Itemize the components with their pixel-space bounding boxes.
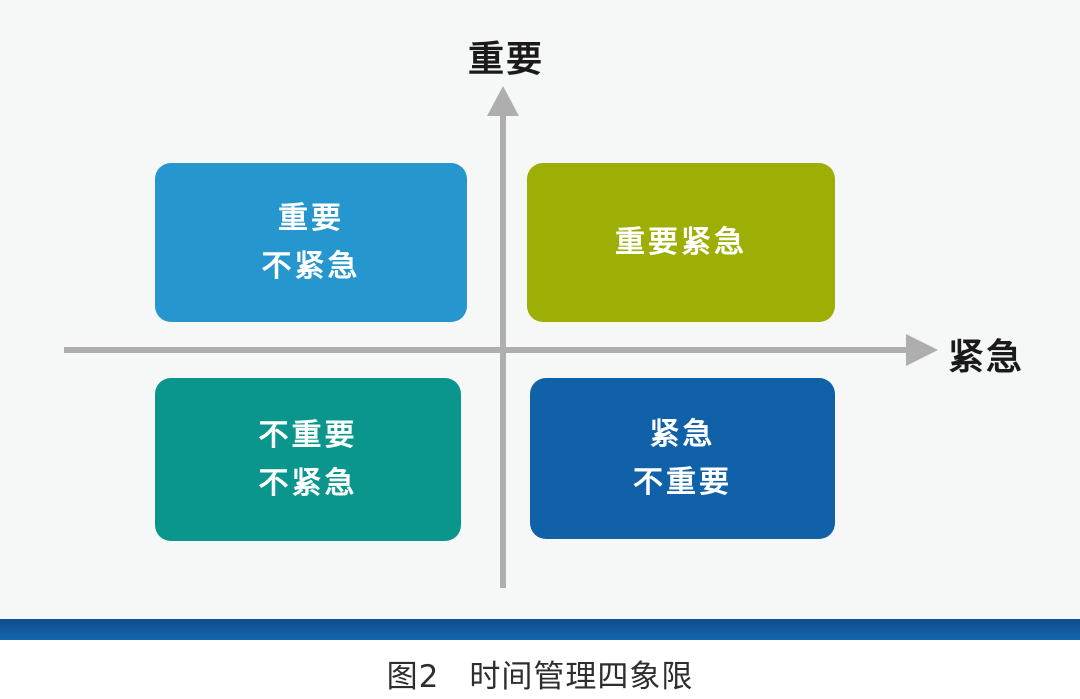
quadrant-label-line: 不紧急 <box>258 465 358 501</box>
quadrant-important-urgent: 重要紧急 <box>527 159 848 326</box>
quadrant-label-line: 紧急 <box>649 416 716 452</box>
quadrant-label-line: 重要 <box>278 200 344 236</box>
figure-caption-title: 时间管理四象限 <box>469 659 694 695</box>
x-axis-line <box>64 347 906 353</box>
quadrant-not-important-not-urgent: 不重要 不紧急 <box>155 374 474 545</box>
footer-background <box>0 640 1080 699</box>
quadrant-important-not-urgent: 重要 不紧急 <box>155 159 480 326</box>
quadrant-label-line: 不重要 <box>258 417 358 453</box>
y-axis-label: 重要 <box>467 39 544 80</box>
figure-caption: 图2 时间管理四象限 <box>0 651 1080 696</box>
quadrant-label-line: 不重要 <box>633 464 732 500</box>
divider-bar <box>0 619 1080 640</box>
quadrant-urgent-not-important: 紧急 不重要 <box>530 374 848 543</box>
x-axis-arrow-icon <box>906 334 938 366</box>
quadrant-label-line: 不紧急 <box>261 248 361 284</box>
figure-caption-number: 图2 <box>386 659 440 695</box>
y-axis-arrow-icon <box>487 86 519 116</box>
quadrant-label-line: 重要紧急 <box>615 224 747 260</box>
x-axis-label: 紧急 <box>948 337 1025 378</box>
